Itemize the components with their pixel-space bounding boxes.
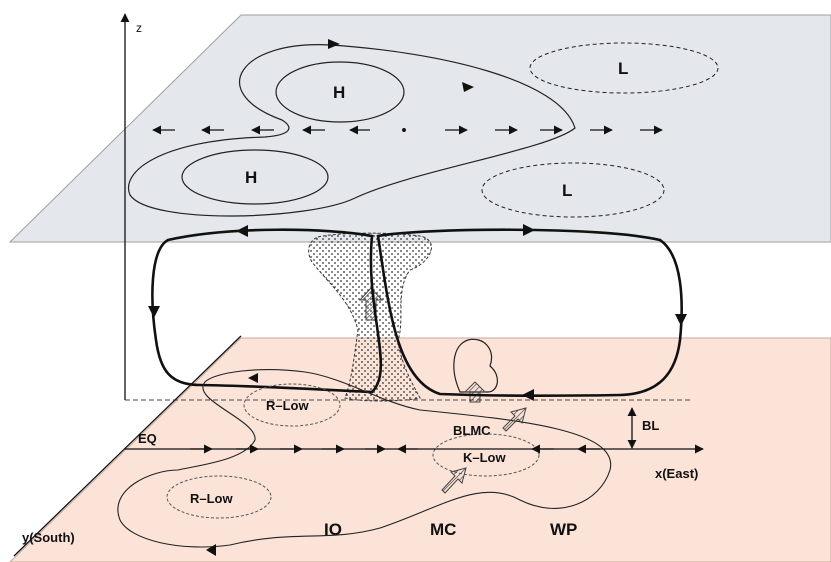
low-pressure-ellipse-a (529, 42, 719, 94)
r-low-north-arrow (248, 373, 258, 383)
upper-streamline-arrow-a (328, 39, 340, 49)
r-low-south-ellipse (166, 475, 272, 519)
high-pressure-ellipse-b (181, 149, 329, 205)
region-label-wp: WP (550, 520, 577, 539)
high-pressure-label-a: H (333, 83, 345, 102)
high-pressure-ellipse-a (275, 61, 405, 123)
blmc-arrow-south (441, 467, 467, 494)
lower-streamline-arrow (206, 544, 216, 556)
r-low-north-ellipse (243, 383, 341, 427)
r-low-north-label: R–Low (266, 398, 310, 413)
blmc-label: BLMC (453, 423, 491, 438)
y-axis (13, 335, 242, 557)
upper-wind-arrows (152, 125, 663, 135)
blmc-arrow-north (502, 407, 527, 432)
low-pressure-label-b: L (562, 181, 572, 200)
walker-cell-east (376, 228, 683, 397)
upper-streamline-arrow-b (462, 82, 474, 92)
small-convective-cloud (453, 338, 498, 393)
walker-cell-arrows (148, 224, 687, 401)
region-label-mc: MC (430, 520, 456, 539)
upper-level-plane (8, 14, 831, 243)
walker-cell-west (151, 228, 383, 394)
low-pressure-label-a: L (618, 59, 628, 78)
low-pressure-ellipse-b (481, 162, 665, 218)
x-axis-label: x(East) (655, 466, 698, 481)
region-label-io: IO (324, 520, 342, 539)
r-low-south-label: R–Low (190, 491, 234, 506)
eq-label: EQ (138, 431, 157, 446)
z-axis-label: z (136, 21, 142, 35)
high-pressure-label-b: H (245, 168, 257, 187)
bl-label: BL (642, 418, 659, 433)
k-low-ellipse (432, 433, 540, 477)
y-axis-label: y(South) (22, 530, 75, 545)
lower-level-plane (9, 337, 831, 562)
k-low-label: K–Low (463, 450, 507, 465)
upper-streamline (128, 44, 576, 217)
lower-streamline (117, 369, 612, 548)
